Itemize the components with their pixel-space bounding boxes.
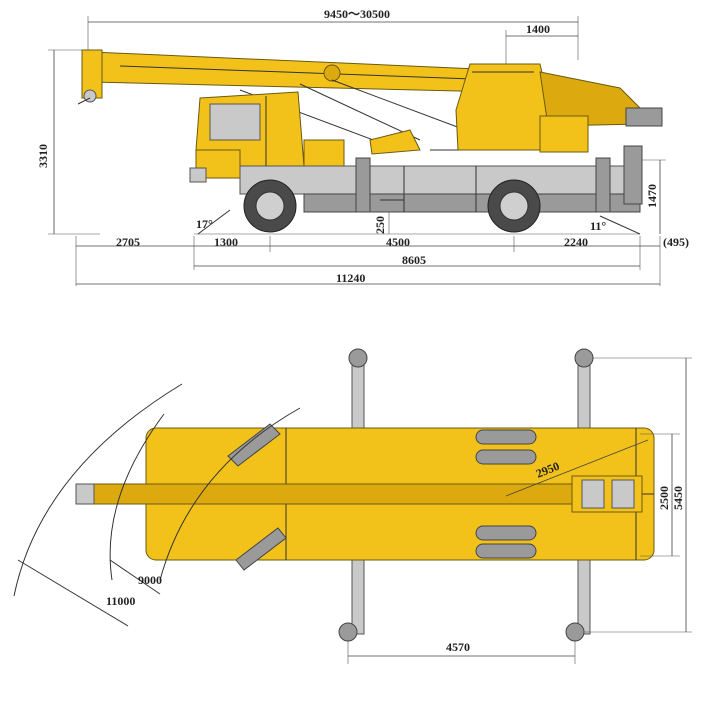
outrigger-width-partial-label: 2500 [657,486,671,510]
truck-chassis [239,145,643,213]
boom-reach-dimension: 9450～30500 [87,7,579,60]
total-length-label: 11240 [336,271,365,285]
axle-to-outrigger-label: 1300 [214,235,238,249]
height-dimension: 3310 [36,49,100,235]
departure-angle-label: 11° [590,219,606,233]
ground-clearance-label: 250 [373,216,387,234]
approach-angle-label: 17° [196,217,213,231]
height-label: 3310 [36,144,50,168]
length-dimensions-row1: 2705 1300 4500 2240 (495) [75,235,689,286]
wheelbase-label: 4500 [386,235,410,249]
outrigger-width-full-label: 5450 [671,486,685,510]
rear-to-outrigger-label: 2240 [564,235,588,249]
outrigger-length-label: 4570 [446,640,470,654]
outrigger-height-label: 1470 [645,184,659,208]
outrigger-height-dimension: 1470 [640,159,666,234]
ground-and-angles: 17° 11° 250 [194,209,641,235]
crane-superstructure [369,63,663,155]
rear-wheel [487,179,541,233]
turning-radius-outer-label: 11000 [106,594,135,608]
rear-extension-label: (495) [663,235,689,249]
boom-reach-label: 9450～30500 [324,7,390,21]
width-dimensions: 2500 5450 [584,357,692,633]
side-view: 9450～30500 1400 3310 1470 [36,7,689,286]
cab-offset-dimension: 1400 [505,22,578,64]
turning-radius-inner-label: 9000 [138,573,162,587]
cab-offset-label: 1400 [526,22,550,36]
top-view: 9000 11000 2950 2500 5450 4570 [13,348,692,664]
front-overhang-label: 2705 [116,235,140,249]
outrigger-length-dimension: 4570 [347,640,576,664]
turning-radius-arcs: 9000 11000 [13,383,301,627]
outrigger-span-length-label: 8605 [402,253,426,267]
length-dimensions-row2: 8605 [194,253,640,267]
length-dimensions-row3: 11240 [76,271,660,285]
front-wheel [243,179,297,233]
